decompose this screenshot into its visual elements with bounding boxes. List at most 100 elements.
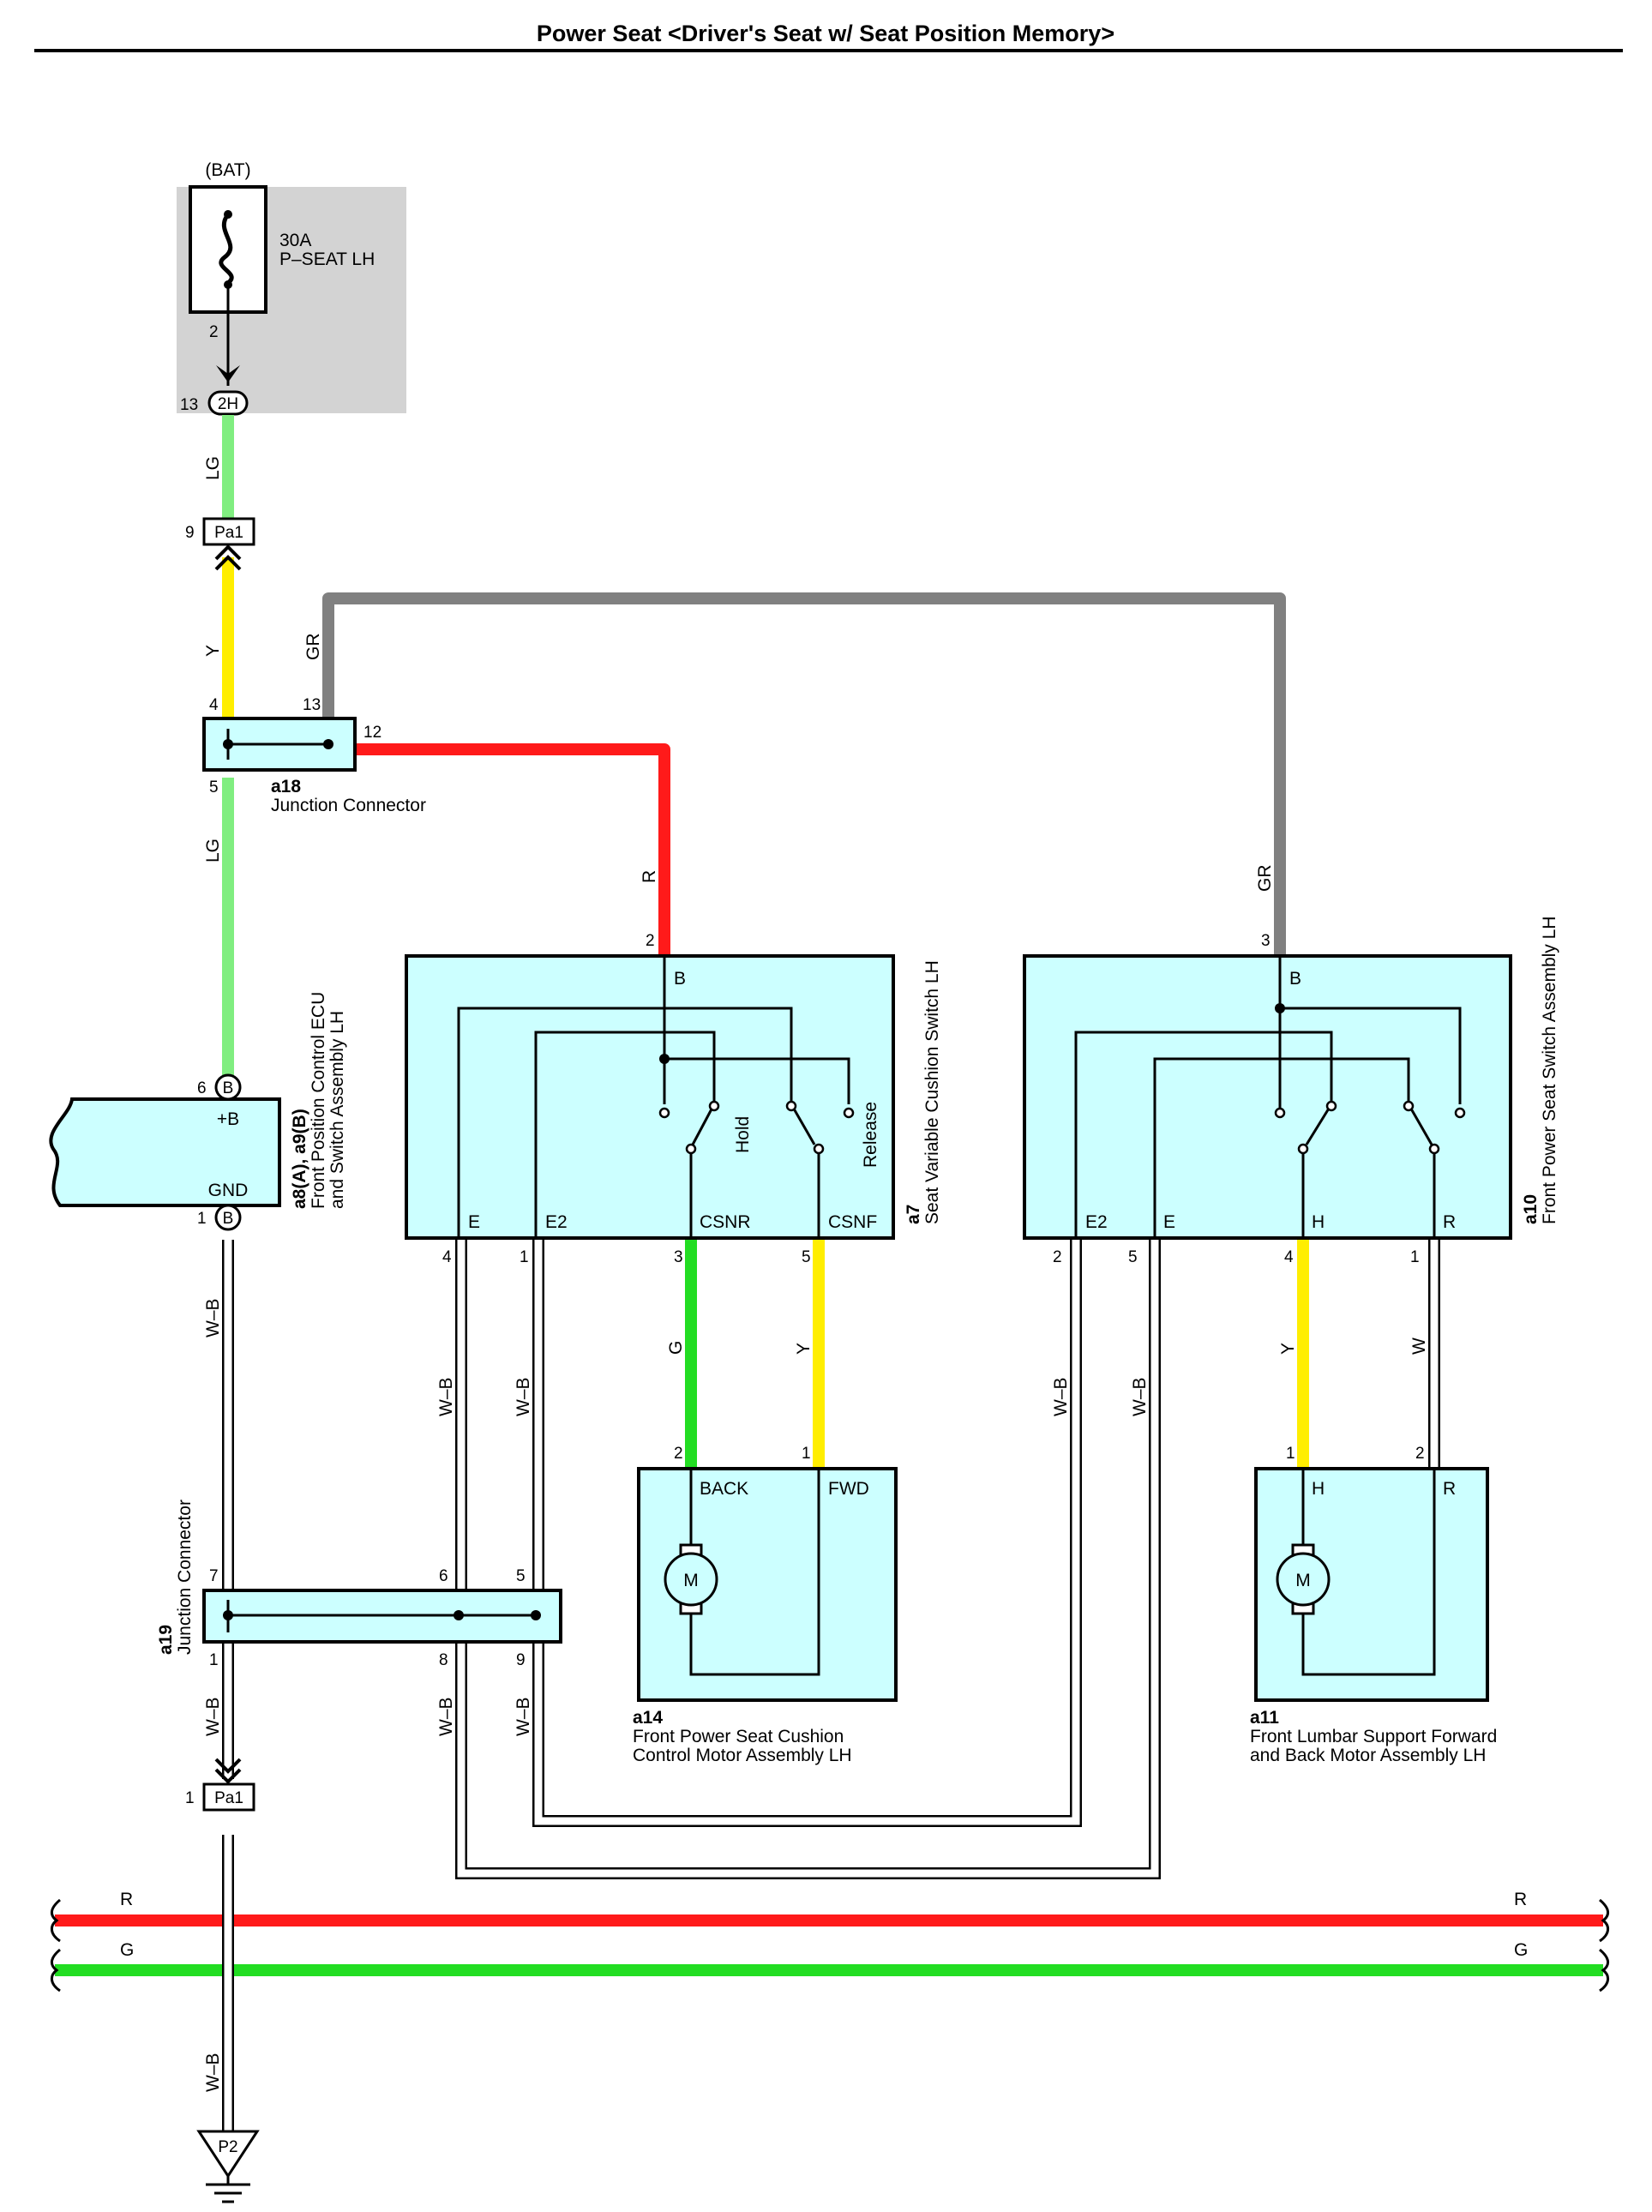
a11-terminal-r: R (1443, 1479, 1456, 1499)
a10-pin-e2: 2 (1053, 1248, 1062, 1266)
a14-name-line1: Front Power Seat Cushion (633, 1727, 844, 1746)
fuse-pin: 2 (209, 323, 219, 341)
a7-box (405, 954, 895, 1240)
a10-contact-3 (1297, 1143, 1309, 1155)
a10-contact-5 (1454, 1107, 1466, 1119)
a18-pin-12: 12 (363, 724, 381, 742)
ground-triangle (196, 2130, 260, 2179)
chevron-up-icon (214, 544, 242, 571)
bus-label-r-right: R (1514, 1890, 1527, 1909)
a18-pin-13: 13 (303, 696, 321, 714)
label-y-h: Y (1278, 1343, 1298, 1355)
a14-motor-label: M (683, 1571, 699, 1590)
a10-pin-b: 3 (1261, 932, 1271, 950)
fuse-rating: 30A (279, 231, 311, 250)
ecu-box (49, 1097, 281, 1207)
wire-r (357, 743, 670, 956)
a10-terminal-b: B (1289, 969, 1301, 989)
a14-name-line2: Control Motor Assembly LH (633, 1746, 852, 1765)
a7-terminal-csnr: CSNR (700, 1212, 751, 1232)
a7-hold-label: Hold (733, 1116, 753, 1153)
connector-pa1-bottom: Pa1 1 (185, 1758, 255, 1812)
a7-terminal-e2: E2 (545, 1212, 568, 1232)
a10-contact-2 (1325, 1100, 1337, 1112)
wire-wb-fills (224, 1238, 1159, 2131)
ecu-conn-bottom-circle (214, 1204, 242, 1231)
label-gr-left: GR (303, 634, 323, 661)
label-y-top: Y (203, 645, 223, 657)
label-wb-a10-e2: W–B (1051, 1377, 1071, 1416)
a10-pin-e: 5 (1128, 1248, 1138, 1266)
ecu-name-line1: Front Position Control ECU (309, 992, 328, 1209)
a19-junction-2 (454, 1610, 464, 1620)
label-lg-mid: LG (203, 839, 223, 863)
label-gr-right: GR (1255, 865, 1275, 893)
a10-name: Front Power Seat Switch Assembly LH (1540, 917, 1559, 1224)
a7-contact-2 (708, 1100, 720, 1112)
fuse-conn-id: 2H (218, 395, 238, 413)
a7-internal-wiring (457, 956, 850, 1238)
a7-terminal-e: E (468, 1212, 480, 1232)
ecu-a8-a9: B 6 B 1 +B GND a8(A), a9(B) Front Positi… (49, 992, 347, 1231)
a7-pin-e2: 1 (520, 1248, 529, 1266)
a10-contact-1 (1274, 1107, 1286, 1119)
a7-pin-csnr: 3 (674, 1248, 683, 1266)
a19-pin-5: 5 (516, 1567, 526, 1585)
label-wb-a10-e: W–B (1130, 1377, 1150, 1416)
a10-terminal-h: H (1312, 1212, 1325, 1232)
a10-terminal-e: E (1163, 1212, 1175, 1232)
label-wb-a7-e: W–B (436, 1377, 456, 1416)
a11-terminal-h: H (1312, 1479, 1325, 1499)
motor-a14: M BACK FWD 2 1 a14 Front Power Seat Cush… (633, 1445, 898, 1765)
a7-code: a7 (904, 1205, 923, 1224)
a19-junction-1 (223, 1610, 233, 1620)
a19-pin-1: 1 (209, 1651, 219, 1669)
junction-connector-a19: 7 6 5 1 8 9 a19 Junction Connector (156, 1500, 562, 1669)
a19-pin-8: 8 (439, 1651, 448, 1669)
a10-terminal-e2: E2 (1085, 1212, 1108, 1232)
wire-labels: LG Y GR LG R GR W–B W–B W–B G Y W–B W–B … (120, 456, 1528, 2092)
a10-internal-wiring (1074, 956, 1462, 1238)
a10-junction (1275, 1003, 1285, 1013)
connector-pa1-top-box (202, 517, 255, 546)
a14-internal-wiring (689, 1469, 820, 1676)
label-wb-a7-e2: W–B (514, 1377, 533, 1416)
connector-pa1-top-id: Pa1 (214, 524, 243, 542)
bus-label-g-right: G (1514, 1940, 1528, 1960)
a7-pin-csnf: 5 (802, 1248, 811, 1266)
ecu-conn-bottom: B (223, 1210, 234, 1228)
a19-pin-9: 9 (516, 1651, 526, 1669)
ground-p2: P2 (196, 2130, 260, 2203)
a11-pin-h: 1 (1286, 1445, 1295, 1463)
fuse-connector-2h (207, 390, 249, 416)
a10-contact-4 (1403, 1100, 1415, 1112)
fuse-block: (BAT) 30A P–SEAT LH 2 2H 13 (177, 160, 406, 416)
ecu-terminal-b: +B (217, 1109, 239, 1129)
a10-pin-r: 1 (1410, 1248, 1420, 1266)
motor-a11: M H R 1 2 a11 Front Lumbar Support Forwa… (1250, 1445, 1497, 1765)
bus-break-left-r (51, 1898, 61, 1943)
connector-pa1-bottom-box (202, 1782, 255, 1812)
fuse-source: (BAT) (205, 160, 250, 180)
page-title: Power Seat <Driver's Seat w/ Seat Positi… (537, 21, 1114, 46)
label-w: W (1409, 1337, 1429, 1355)
fuse-icon (219, 213, 234, 285)
a14-code: a14 (633, 1708, 663, 1728)
connector-pa1-top-pin: 9 (185, 524, 195, 542)
a7-pin-e: 4 (442, 1248, 452, 1266)
label-y-csnf: Y (794, 1343, 814, 1355)
bus-label-r-left: R (120, 1890, 133, 1909)
ground-id: P2 (218, 2138, 237, 2156)
wire-gr (322, 592, 1286, 956)
connector-pa1-bottom-pin: 1 (185, 1789, 195, 1807)
a7-contact-3 (685, 1143, 697, 1155)
a7-release-label: Release (861, 1102, 880, 1168)
a19-junction-3 (531, 1610, 541, 1620)
ecu-pin-bottom: 1 (197, 1210, 207, 1228)
ecu-code: a8(A), a9(B) (290, 1109, 309, 1209)
label-wb-a19-8: W–B (436, 1697, 456, 1736)
a7-name: Seat Variable Cushion Switch LH (922, 960, 942, 1224)
a14-pin-fwd: 1 (802, 1445, 811, 1463)
connector-pa1-top: Pa1 9 (185, 517, 255, 571)
